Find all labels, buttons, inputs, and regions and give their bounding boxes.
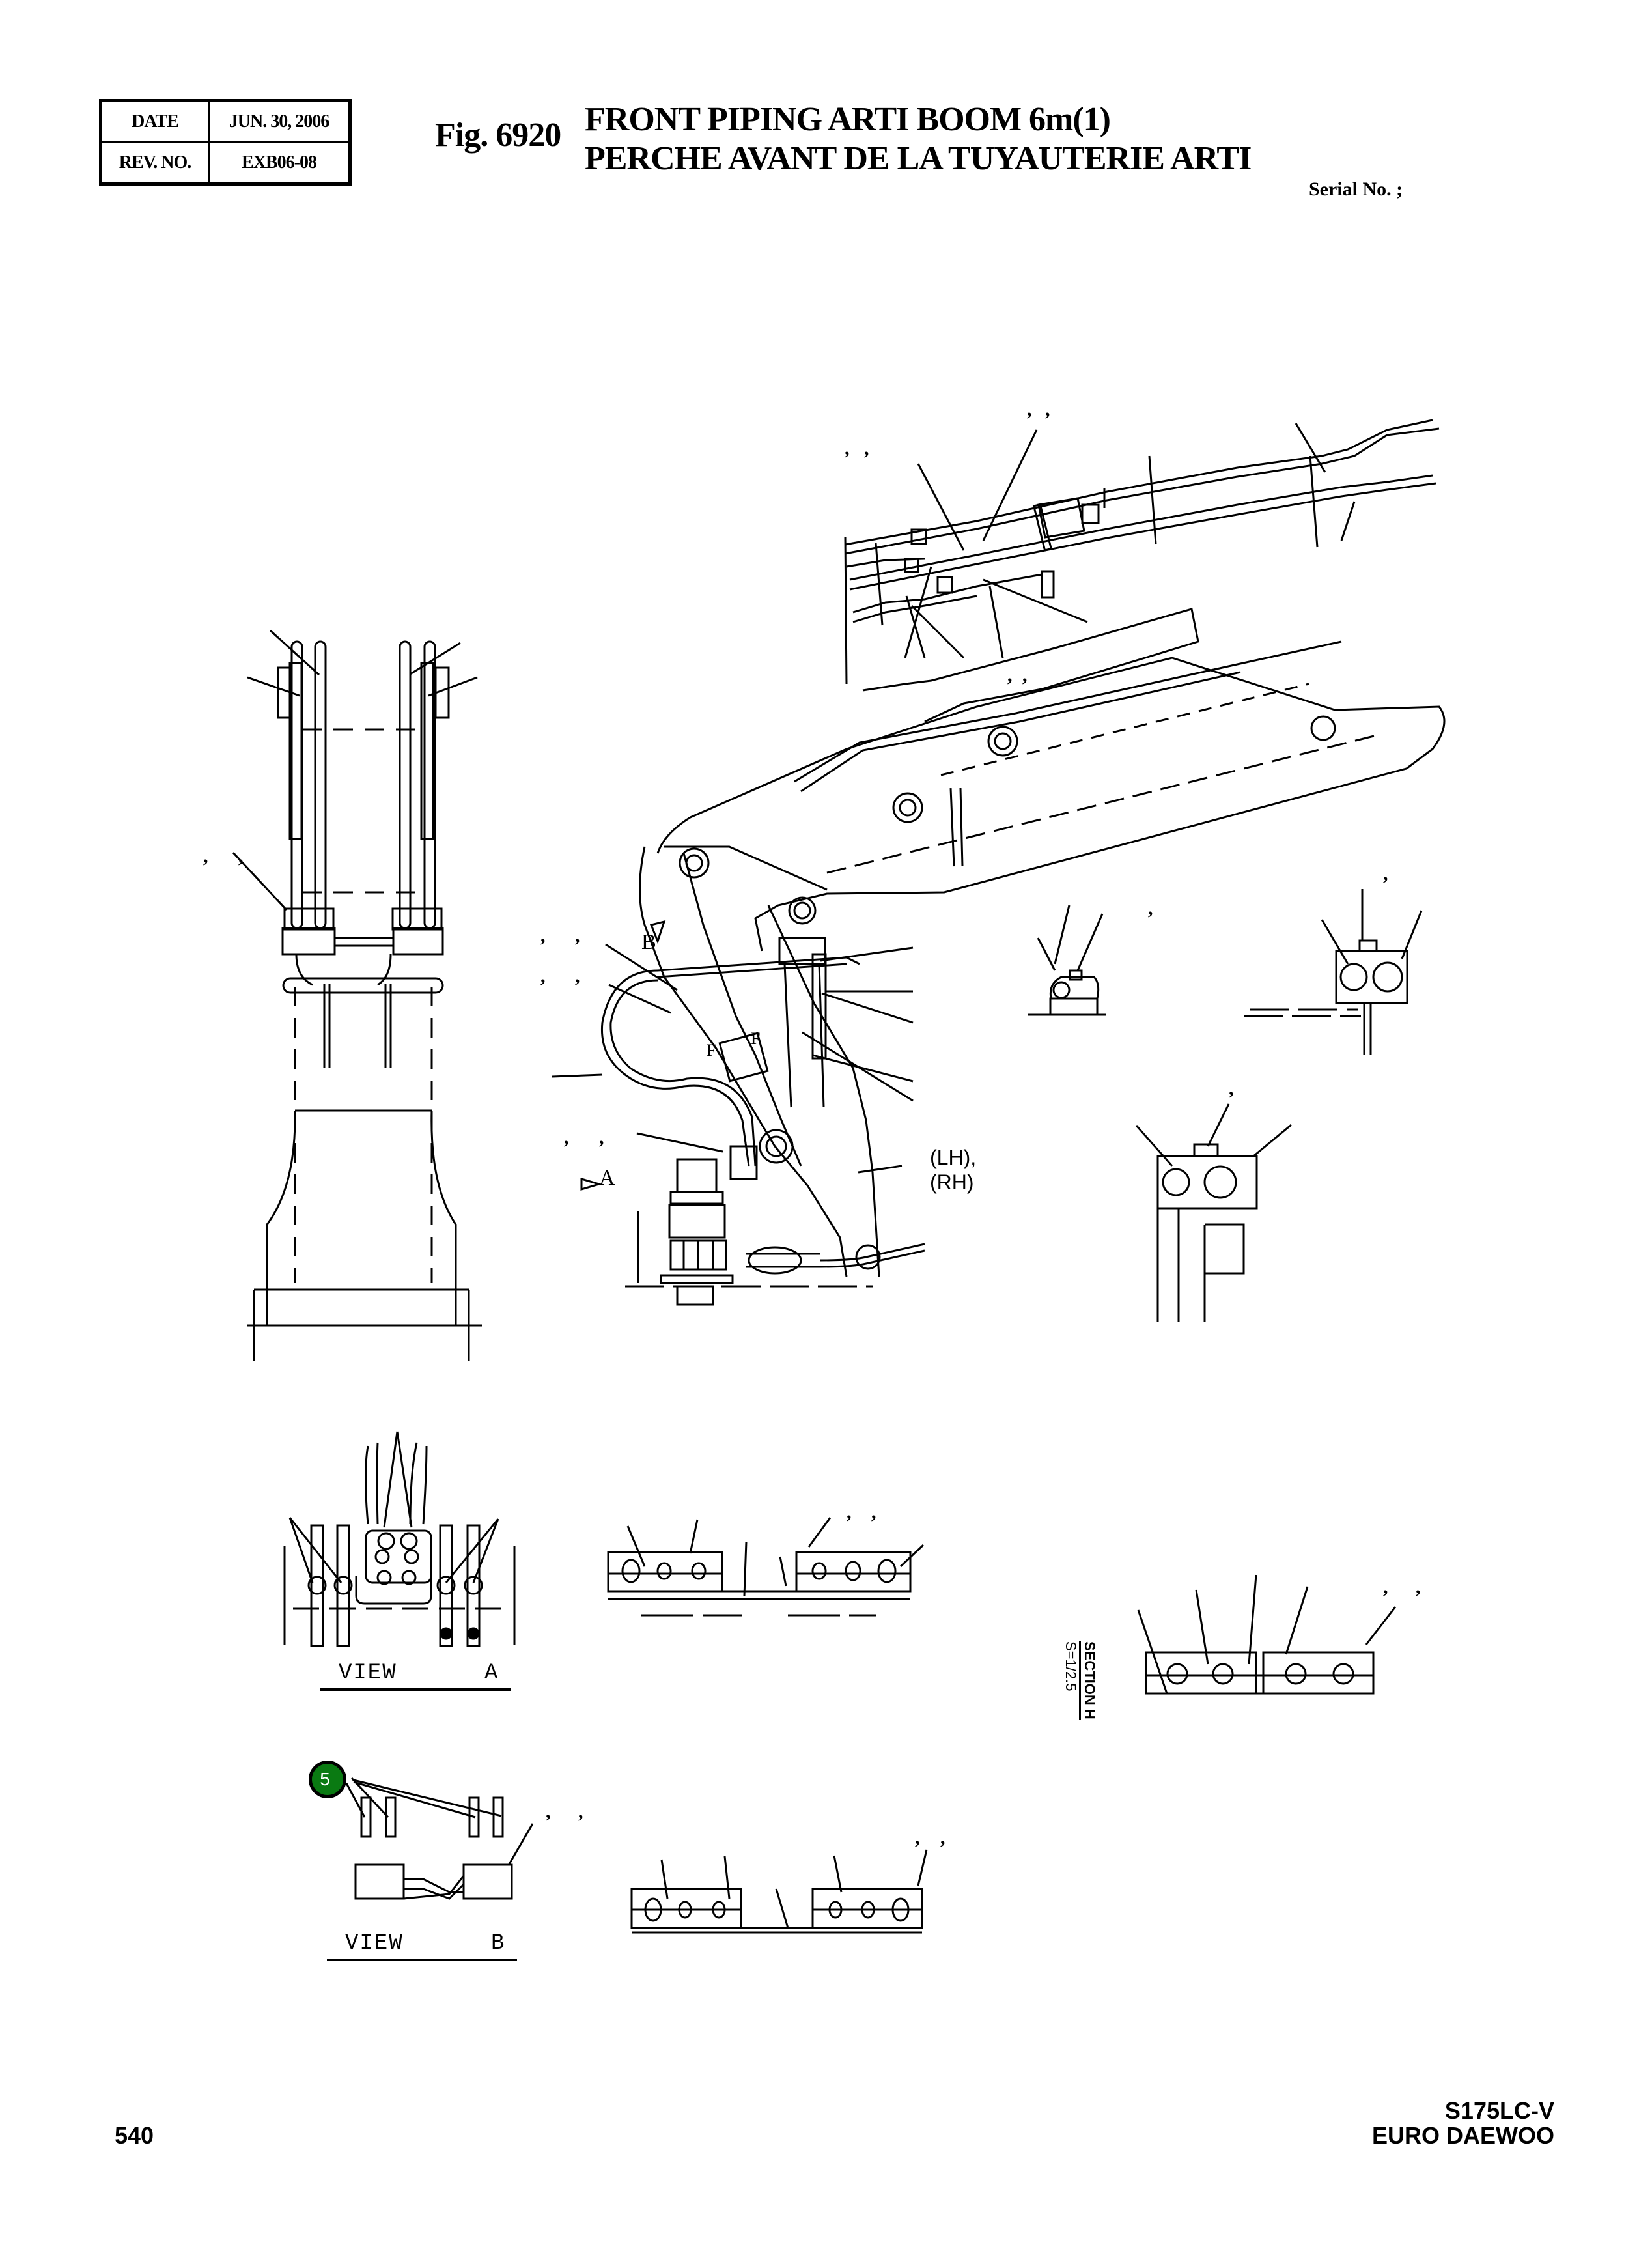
clamp-assembly-lower [630, 1849, 928, 1934]
title-french: PERCHE AVANT DE LA TUYAUTERIE ARTI [585, 140, 1252, 177]
callout-comma: , [1027, 399, 1032, 420]
section-h-label: SECTION H S=1/2.5 [1062, 1641, 1098, 1720]
brand-name: EURO DAEWOO [1371, 2122, 1554, 2149]
callout-comma: , [564, 1127, 569, 1148]
callout-comma: , [540, 965, 546, 987]
callout-comma: , [1007, 664, 1013, 686]
view-a-drawing [283, 1431, 516, 1647]
callout-comma: , [203, 845, 208, 867]
callout-comma: , [1148, 898, 1153, 919]
callout-comma: , [845, 438, 850, 459]
callout-comma: , [871, 1501, 876, 1523]
section-f-label-right: F [751, 1029, 761, 1048]
revision-block: DATE JUN. 30, 2006 REV. NO. EXB06-08 [99, 99, 352, 186]
callout-comma: , [847, 1501, 852, 1523]
part-callout-badge[interactable]: 5 [309, 1761, 346, 1798]
callout-comma: , [575, 965, 580, 987]
rev-label: REV. NO. [100, 141, 210, 185]
boom-front-view [232, 629, 482, 1361]
callout-comma: , [1022, 664, 1028, 686]
title-english: FRONT PIPING ARTI BOOM 6m(1) [585, 101, 1111, 138]
view-b-drawing [345, 1777, 534, 1900]
section-f-label-left: F [707, 1041, 716, 1060]
callout-comma: , [1416, 1576, 1421, 1598]
callout-comma: , [540, 925, 546, 946]
view-b-word: VIEW [345, 1931, 404, 1956]
boom-side-view [552, 608, 1446, 1306]
date-value: JUN. 30, 2006 [208, 100, 351, 143]
section-h-title: SECTION H [1079, 1641, 1098, 1720]
callout-comma: , [575, 925, 580, 946]
callout-comma: , [864, 438, 869, 459]
callout-comma: , [1229, 1078, 1234, 1099]
clamp-assembly-upper [607, 1517, 925, 1617]
callout-comma: , [238, 845, 244, 867]
view-a-arrow-label: A [599, 1166, 615, 1190]
callout-comma: , [940, 1827, 945, 1848]
figure-number: Fig. 6920 [435, 117, 561, 154]
callout-comma: , [1045, 399, 1050, 420]
view-a-word: VIEW [339, 1661, 397, 1686]
view-b-title: VIEW B [327, 1931, 518, 1961]
model-number: S175LC-V [1444, 2097, 1554, 2124]
label-rh: (RH) [930, 1170, 974, 1194]
label-lh: (LH), [930, 1146, 977, 1169]
callout-comma: , [915, 1827, 920, 1848]
view-a-letter: A [484, 1661, 499, 1686]
callout-comma: , [578, 1801, 583, 1822]
side-labels: (LH), (RH) [930, 1145, 976, 1195]
section-h-scale: S=1/2.5 [1063, 1641, 1079, 1692]
clamp-section-h [1137, 1574, 1397, 1695]
callout-comma: , [1383, 863, 1388, 885]
model-block: S175LC-V EURO DAEWOO [1372, 2099, 1554, 2148]
view-a-title: VIEW A [320, 1661, 511, 1691]
date-label: DATE [100, 100, 210, 143]
callout-comma: , [546, 1801, 551, 1822]
view-b-arrow-label: B [641, 930, 656, 954]
clamp-section-f-details [1028, 889, 1423, 1322]
view-b-letter: B [491, 1931, 506, 1956]
rev-value: EXB06-08 [208, 141, 351, 185]
callout-comma: , [599, 1127, 604, 1148]
callout-comma: , [1383, 1576, 1388, 1598]
serial-number-label: Serial No. ; [1309, 178, 1403, 200]
page-number: 540 [115, 2122, 154, 2149]
arm-top-detail [844, 419, 1440, 685]
